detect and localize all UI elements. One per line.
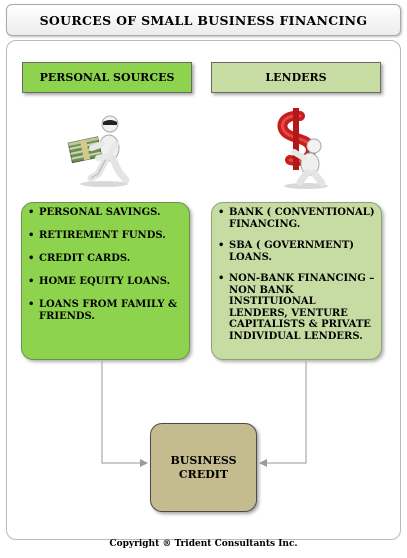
lenders-header: LENDERS xyxy=(211,62,381,93)
left-connector-arrow xyxy=(101,361,148,467)
list-item: NON-BANK FINANCING – NON BANK INSTITUION… xyxy=(218,273,375,342)
business-credit-line1: BUSINESS xyxy=(170,453,237,467)
copyright-notice: Copyright ® Trident Consultants Inc. xyxy=(109,539,298,549)
personal-sources-panel: PERSONAL SAVINGS. RETIREMENT FUNDS. CRED… xyxy=(21,202,190,360)
list-item: RETIREMENT FUNDS. xyxy=(28,230,183,242)
list-item: BANK ( CONVENTIONAL) FINANCING. xyxy=(218,207,375,230)
personal-sources-header: PERSONAL SOURCES xyxy=(22,62,192,93)
person-carrying-dollar-sign-icon xyxy=(277,108,328,189)
list-item: SBA ( GOVERNMENT) LOANS. xyxy=(218,240,375,263)
business-credit-box: BUSINESS CREDIT xyxy=(150,423,257,512)
list-item: HOME EQUITY LOANS. xyxy=(28,276,183,288)
diagram-title: SOURCES OF SMALL BUSINESS FINANCING xyxy=(6,4,401,36)
lenders-panel: BANK ( CONVENTIONAL) FINANCING. SBA ( GO… xyxy=(211,202,382,360)
list-item: PERSONAL SAVINGS. xyxy=(28,207,183,219)
person-carrying-money-icon xyxy=(67,115,130,187)
list-item: LOANS FROM FAMILY & FRIENDS. xyxy=(28,299,183,322)
business-credit-line2: CREDIT xyxy=(178,467,229,481)
right-connector-arrow xyxy=(259,361,307,467)
list-item: CREDIT CARDS. xyxy=(28,253,183,265)
